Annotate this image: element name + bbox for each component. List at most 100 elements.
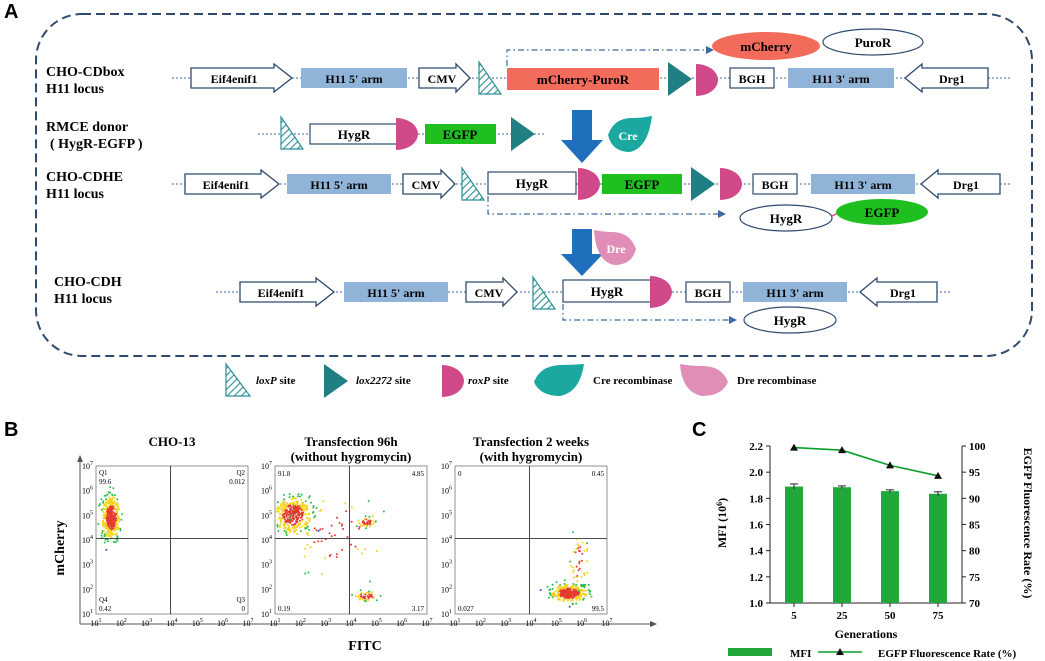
- legend-egfp-label: EGFP Fluorescence Rate (%): [878, 648, 1017, 660]
- flow-event: [365, 591, 368, 594]
- flow-event: [116, 506, 119, 509]
- flow-y-tick: 107: [261, 461, 272, 471]
- flow-event: [570, 586, 573, 589]
- flow-event: [364, 593, 367, 596]
- flow-event: [116, 523, 119, 526]
- flow-event: [302, 505, 305, 508]
- flow-event: [306, 543, 309, 546]
- donor-egfp: [425, 124, 496, 144]
- flow-event: [102, 510, 105, 513]
- flow-y-axis-arrowhead: [77, 455, 83, 462]
- flow-y-tick: 104: [82, 535, 93, 545]
- cdhe-label-2: H11 locus: [46, 187, 105, 202]
- flow-event: [108, 528, 111, 531]
- flow-event: [115, 517, 118, 520]
- flow-event: [300, 498, 303, 501]
- flow-event: [589, 590, 592, 593]
- flow-event: [286, 502, 289, 505]
- flow-event: [306, 522, 309, 525]
- construct-cdhe: CHO-CDHE H11 locus Eif4enif1 H11 5' arm …: [46, 166, 1012, 232]
- flow-event: [277, 507, 280, 510]
- flow-event: [581, 552, 584, 555]
- flow-event: [333, 534, 336, 537]
- flow-event: [282, 516, 285, 519]
- flow-event: [585, 593, 588, 596]
- flow-event: [292, 504, 295, 507]
- flow-event: [100, 508, 103, 511]
- flow-event: [304, 522, 307, 525]
- flow-event: [574, 593, 577, 595]
- flow-event: [577, 593, 580, 596]
- flow-event: [358, 598, 361, 601]
- flow-event: [565, 596, 568, 599]
- flow-event: [106, 540, 109, 543]
- flow-y-tick: 102: [441, 584, 452, 594]
- flow-event: [311, 511, 314, 514]
- flow-event: [555, 594, 558, 597]
- flow-event: [567, 596, 570, 598]
- cdh-label-2: H11 locus: [54, 292, 113, 307]
- flow-x-tick: 101: [450, 618, 461, 628]
- flow-x-tick: 103: [500, 618, 511, 628]
- cdhe-roxp-icon-2: [720, 168, 742, 200]
- flow-event: [566, 591, 568, 594]
- flow-event: [361, 524, 363, 527]
- flow-event: [299, 516, 302, 519]
- flow-event: [587, 583, 590, 586]
- flow-event: [576, 543, 579, 546]
- flow-event: [102, 501, 105, 504]
- flow-event: [306, 525, 309, 528]
- flow-event: [320, 540, 323, 543]
- panel-c-label: C: [692, 419, 706, 441]
- flow-event: [556, 589, 559, 592]
- flow-event: [291, 498, 294, 501]
- legend-egfp-marker: [836, 648, 844, 655]
- flow-event: [116, 540, 119, 543]
- flow-event: [321, 527, 324, 530]
- donor-egfp-label: EGFP: [443, 127, 478, 142]
- flow-plot-frame: [95, 465, 249, 615]
- element-legend: loxP site lox2272 site roxP site Cre rec…: [225, 362, 816, 398]
- flow-event: [548, 592, 551, 595]
- flow-event: [556, 594, 559, 597]
- flow-event: [285, 531, 288, 534]
- flow-event: [114, 524, 117, 527]
- flow-event: [351, 506, 353, 509]
- flow-x-tick: 105: [192, 618, 203, 628]
- mfi-bar: [881, 491, 899, 603]
- flow-event: [288, 496, 291, 499]
- chart-y-tick-label: 2.2: [749, 441, 763, 453]
- cdhe-egfp-protein-label: EGFP: [865, 205, 900, 220]
- flow-event: [106, 520, 109, 523]
- flow-event: [580, 585, 583, 588]
- flow-plot-frame: [274, 465, 428, 615]
- flow-event: [346, 536, 349, 538]
- chart-x-label: Generations: [835, 627, 898, 641]
- cdh-cmv-label: CMV: [475, 286, 504, 300]
- flow-event: [582, 592, 585, 595]
- flow-event: [302, 510, 305, 512]
- flow-plot-frame: [454, 465, 608, 615]
- cdh-eif4enif1-arrow: [239, 276, 336, 308]
- flow-event: [296, 521, 299, 523]
- flow-event: [293, 497, 296, 500]
- flow-y-tick: 106: [82, 486, 93, 496]
- dre-arrow: [561, 229, 603, 276]
- flow-event: [361, 598, 364, 601]
- panel-a-label: A: [4, 1, 18, 23]
- flow-event: [575, 585, 578, 588]
- flow-event: [110, 506, 113, 509]
- cdhe-transcript-arrow: [487, 196, 718, 215]
- flow-plot-title: Transfection 2 weeks: [473, 434, 589, 449]
- chart-x-tick-label: 5: [791, 610, 797, 622]
- flow-event: [318, 510, 321, 513]
- flow-event: [330, 524, 333, 527]
- chart-y2-tick-label: 75: [969, 572, 981, 584]
- flow-event: [551, 596, 554, 599]
- flow-event: [580, 583, 583, 586]
- flow-event: [295, 529, 298, 531]
- flow-event: [285, 533, 288, 536]
- flow-x-tick: 104: [526, 618, 537, 628]
- flow-event: [572, 531, 575, 534]
- flow-y-tick: 103: [82, 560, 93, 570]
